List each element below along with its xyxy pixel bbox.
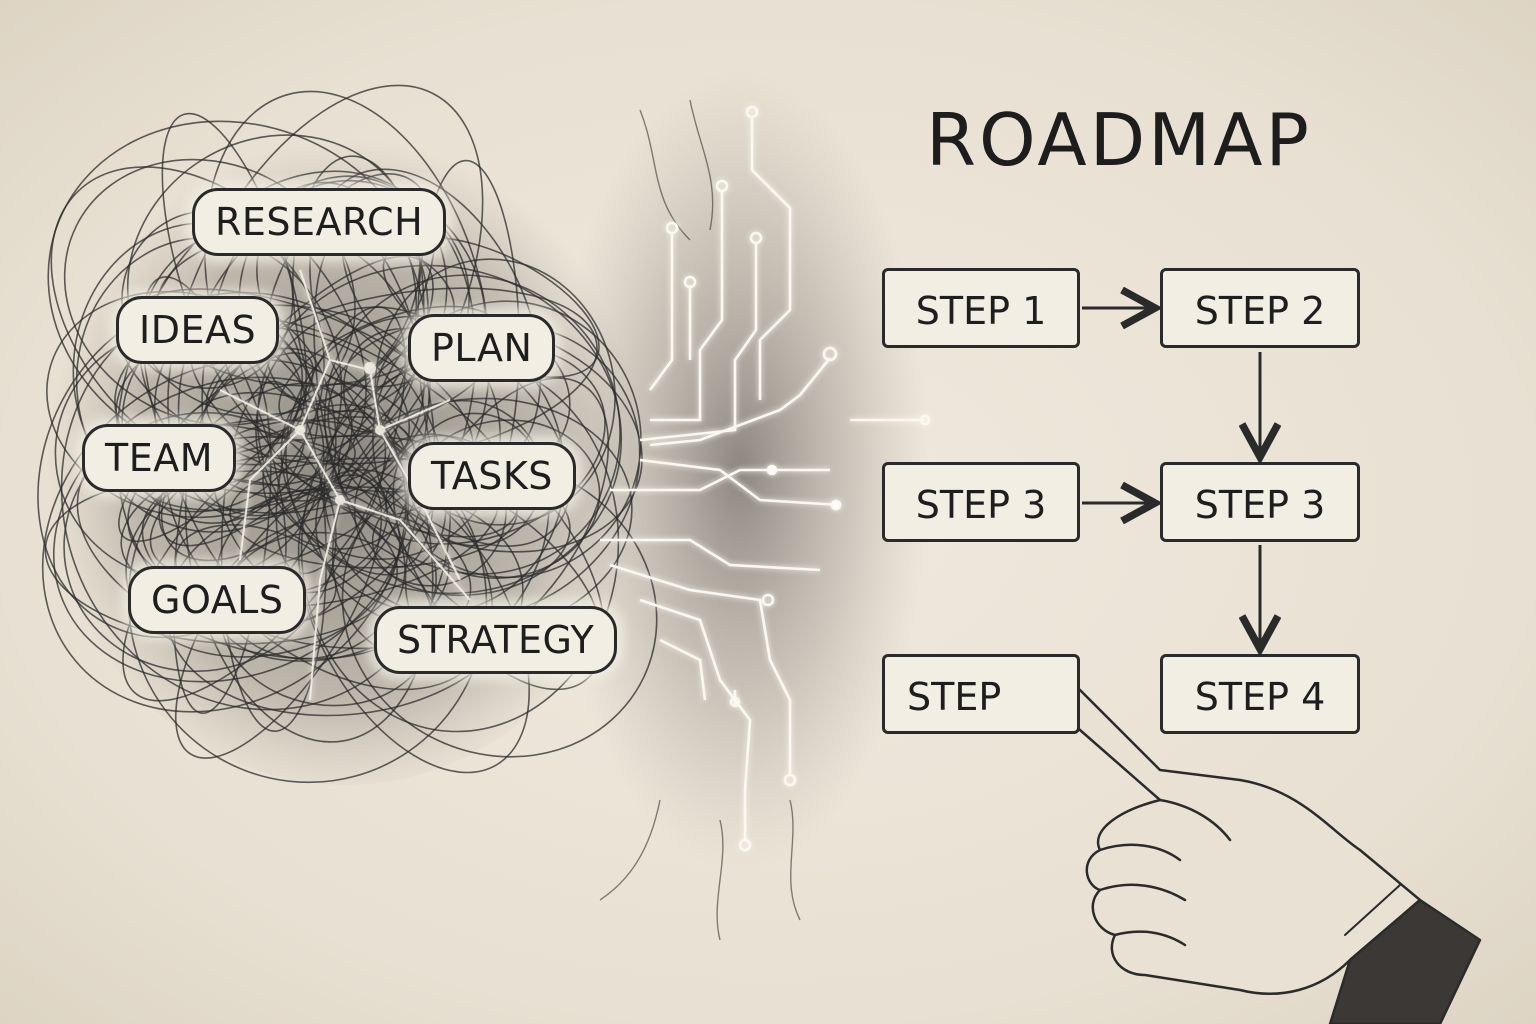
step-box-4: STEP 4	[1160, 654, 1360, 734]
root-tendrils	[599, 99, 801, 941]
step-box-3-right: STEP 3	[1160, 462, 1360, 542]
step-box-3-left: STEP 3	[882, 462, 1080, 542]
label-strategy: STRATEGY	[374, 606, 618, 674]
label-ideas: IDEAS	[116, 296, 280, 364]
roadmap-title: ROADMAP	[926, 98, 1312, 182]
neural-lines	[219, 269, 471, 701]
pointing-hand-icon	[1048, 677, 1482, 1024]
scribble-loop	[75, 237, 343, 533]
scribble-loop	[280, 382, 447, 576]
scribble-loop	[405, 419, 601, 579]
step-box-blank: STEP	[882, 654, 1080, 734]
scribble-loop	[297, 469, 530, 774]
scribble-loop	[122, 410, 387, 702]
scribble-loop	[372, 300, 642, 579]
label-goals: GOALS	[128, 566, 307, 634]
roadmap-arrows	[1082, 308, 1260, 646]
label-tasks: TASKS	[408, 442, 576, 510]
scribble-loop	[149, 416, 415, 578]
step-box-1: STEP 1	[882, 268, 1080, 348]
label-research: RESEARCH	[192, 188, 447, 256]
label-plan: PLAN	[408, 314, 556, 382]
scribble-loop	[127, 419, 488, 784]
step-box-2: STEP 2	[1160, 268, 1360, 348]
label-team: TEAM	[82, 424, 237, 492]
scribble-loop	[229, 457, 518, 569]
scribble-loop	[292, 155, 425, 433]
glowing-circuit-icon	[600, 105, 931, 852]
scribble-loop	[141, 470, 472, 650]
